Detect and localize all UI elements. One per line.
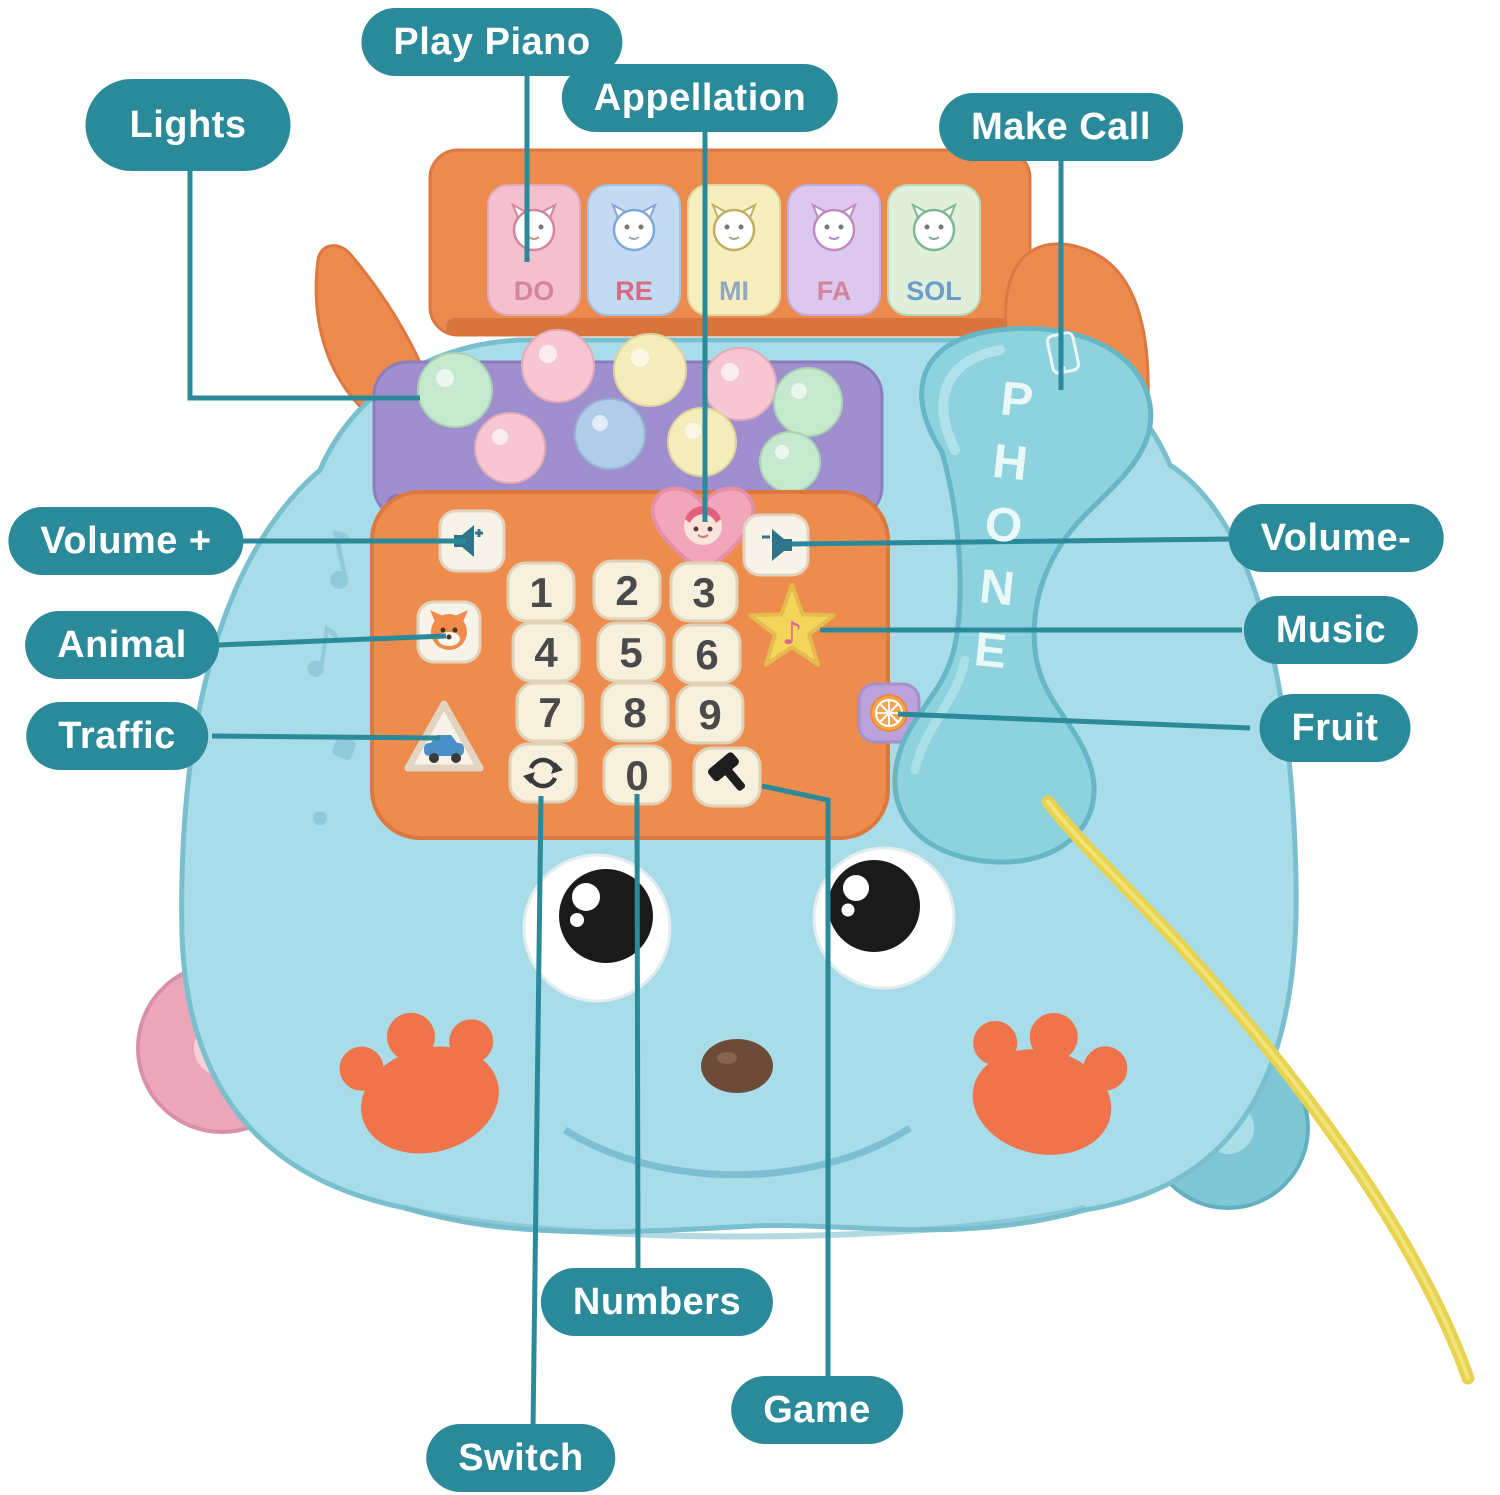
piano-keys: DO RE MI (487, 184, 981, 316)
piano-key-re-label: RE (615, 276, 653, 306)
light-balls (417, 329, 843, 493)
key-0-label: 0 (625, 752, 648, 799)
leader-line-lights (187, 168, 420, 401)
animal-button (416, 600, 482, 664)
cat-face-icon (511, 202, 557, 252)
key-7: 7 (515, 681, 585, 743)
piano-key-mi: MI (687, 184, 781, 316)
key-6: 6 (672, 623, 742, 685)
leader-line-volume-minus (791, 536, 1235, 547)
piano-key-sol: SOL (887, 184, 981, 316)
label-lights: Lights (85, 79, 291, 171)
left-eye (522, 853, 672, 1003)
label-appellation: Appellation (561, 64, 839, 132)
piano-key-fa-label: FA (817, 276, 852, 306)
label-volume-plus: Volume + (8, 507, 244, 575)
label-traffic: Traffic (26, 702, 208, 770)
label-switch: Switch (426, 1424, 616, 1492)
leader-line-fruit (897, 711, 1251, 731)
dog-face-icon (711, 202, 757, 252)
key-9-label: 9 (698, 691, 721, 738)
label-music: Music (1243, 596, 1419, 664)
key-4-label: 4 (534, 629, 558, 676)
leader-line-animal (217, 633, 447, 648)
frog-face-icon (911, 202, 957, 252)
key-5: 5 (596, 621, 666, 683)
leader-line-switch (530, 795, 544, 1431)
piano-key-sol-label: SOL (906, 276, 962, 306)
left-paw-print (339, 1012, 499, 1154)
piano-key-re: RE (587, 184, 681, 316)
key-8-label: 8 (623, 689, 646, 736)
key-2: 2 (592, 559, 662, 621)
leader-line-numbers (634, 793, 641, 1275)
body-emboss-notes (307, 531, 356, 825)
leader-line-traffic (211, 733, 441, 741)
bumper-line (404, 1205, 1086, 1240)
piano-key-fa: FA (787, 184, 881, 316)
fox-icon (430, 610, 468, 650)
orange-slice-icon (870, 694, 908, 732)
key-8: 8 (600, 681, 670, 743)
pull-string (1041, 795, 1475, 1385)
key-2-label: 2 (615, 567, 638, 614)
label-animal: Animal (25, 611, 219, 679)
mouth-curve (563, 1125, 912, 1179)
switch-arrows-icon (523, 757, 563, 789)
piano-key-do-label: DO (514, 276, 555, 306)
volume-minus-icon (762, 529, 792, 561)
key-1: 1 (506, 561, 576, 623)
key-7-label: 7 (538, 689, 561, 736)
label-fruit: Fruit (1259, 694, 1411, 762)
piano-key-mi-label: MI (719, 276, 749, 306)
key-4: 4 (511, 621, 581, 683)
music-note-icon: ♪ (782, 614, 802, 652)
leader-lines (187, 68, 1251, 1431)
leader-line-game (761, 783, 831, 1384)
key-5-label: 5 (619, 629, 642, 676)
label-game: Game (731, 1376, 903, 1444)
label-volume-minus: Volume- (1228, 504, 1444, 572)
key-0: 0 (602, 744, 672, 806)
key-3: 3 (669, 561, 739, 623)
key-6-label: 6 (695, 631, 718, 678)
piano-key-do: DO (487, 184, 581, 316)
key-1-label: 1 (529, 569, 552, 616)
monkey-face-icon (611, 202, 657, 252)
key-9: 9 (675, 683, 745, 745)
switch-button (508, 742, 578, 804)
nose (701, 1039, 773, 1093)
right-eye (812, 846, 956, 990)
label-play-piano: Play Piano (361, 8, 623, 76)
label-make-call: Make Call (939, 93, 1183, 161)
sheep-face-icon (811, 202, 857, 252)
fruit-button (857, 682, 921, 744)
key-3-label: 3 (692, 569, 715, 616)
volume-minus-button (742, 513, 810, 577)
music-button: ♪ (748, 583, 836, 667)
hammer-icon (708, 752, 746, 791)
game-button (692, 746, 762, 808)
right-paw-print (972, 1013, 1128, 1155)
label-numbers: Numbers (540, 1268, 774, 1336)
number-keys: 1 2 3 4 5 6 7 8 9 0 (506, 559, 745, 806)
